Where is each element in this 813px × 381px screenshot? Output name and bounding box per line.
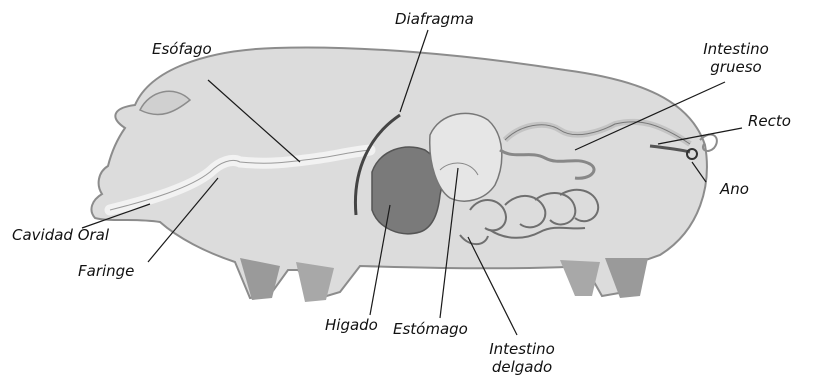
label-intestino-grueso: Intestino grueso	[696, 40, 776, 76]
stomach-shape	[430, 113, 502, 201]
label-intestino-delgado-line2: delgado	[480, 358, 564, 376]
label-higado: Higado	[325, 316, 378, 334]
label-intestino-grueso-line2: grueso	[696, 58, 776, 76]
hind-leg-left	[560, 260, 600, 296]
label-esofago: Esófago	[152, 40, 212, 58]
label-intestino-delgado-line1: Intestino	[480, 340, 564, 358]
label-recto: Recto	[748, 112, 791, 130]
label-intestino-delgado: Intestino delgado	[480, 340, 564, 376]
label-diafragma: Diafragma	[395, 10, 474, 28]
label-faringe: Faringe	[78, 262, 134, 280]
label-intestino-grueso-line1: Intestino	[696, 40, 776, 58]
label-ano: Ano	[720, 180, 749, 198]
label-estomago: Estómago	[393, 320, 468, 338]
label-cavidad-oral: Cavidad Oral	[12, 226, 109, 244]
